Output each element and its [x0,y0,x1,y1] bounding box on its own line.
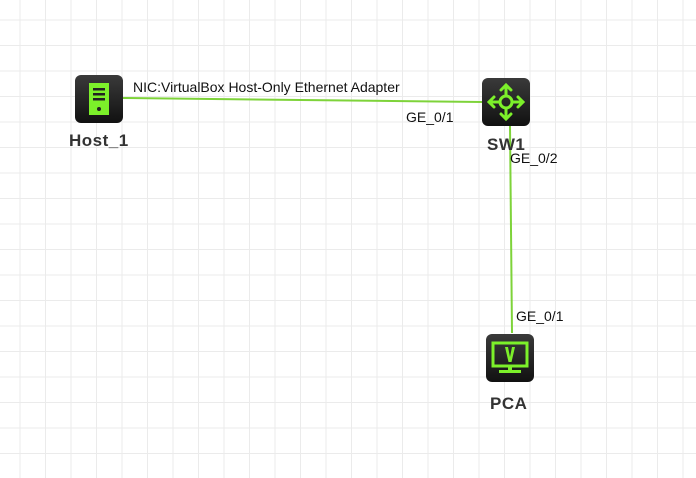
switch-arrows-icon [486,82,526,122]
switch-name: SW1 [487,135,526,154]
pc-device[interactable] [486,334,534,382]
pc-name: PCA [490,394,528,413]
link-sw1-pca[interactable] [509,125,513,334]
link-label-sw1-ge02: GE_0/2 [510,150,558,166]
server-icon [89,83,109,115]
host-name: Host_1 [69,131,129,150]
link-label-host-nic: NIC:VirtualBox Host-Only Ethernet Adapte… [133,79,400,95]
switch-device[interactable] [482,78,530,126]
link-label-pca-ge01: GE_0/1 [516,308,564,324]
host-device[interactable] [75,75,123,123]
monitor-icon [491,341,529,373]
link-host1-sw1[interactable] [122,97,483,103]
link-label-sw1-ge01: GE_0/1 [406,109,454,125]
